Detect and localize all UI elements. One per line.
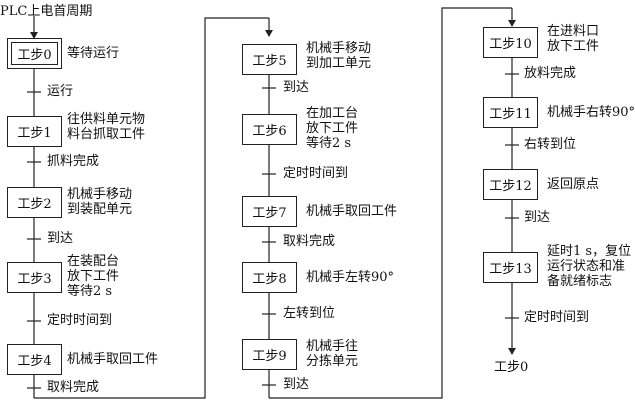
step-4-box: 工步4 xyxy=(7,344,62,375)
step-12-action: 返回原点 xyxy=(547,177,600,192)
link-col1-col2 xyxy=(34,17,269,399)
transition-condition: 抓料完成 xyxy=(47,154,100,169)
transition-condition: 定时时间到 xyxy=(283,166,349,181)
step-1-box: 工步1 xyxy=(7,116,62,147)
step-2-box: 工步2 xyxy=(7,187,62,218)
transition-condition: 运行 xyxy=(47,84,74,99)
step-3-action: 在装配台 放下工件 等待2 s xyxy=(67,254,120,299)
step-13-action: 延时1 s，复位 运行状态和准 备就绪标志 xyxy=(547,244,632,289)
step-9-box: 工步9 xyxy=(242,339,297,370)
step-7-action: 机械手取回工件 xyxy=(306,204,398,219)
step-label: 工步0 xyxy=(17,48,52,63)
step-2-action: 机械手移动 到装配单元 xyxy=(67,187,133,217)
step-6-box: 工步6 xyxy=(242,114,297,145)
step-label: 工步11 xyxy=(489,107,532,122)
step-9-action: 机械手往 分拣单元 xyxy=(306,339,359,369)
transition-condition: 到达 xyxy=(524,210,551,225)
transition-condition: 右转到位 xyxy=(524,137,577,152)
step-11-action: 机械手右转90° xyxy=(547,105,635,120)
step-label: 工步2 xyxy=(17,197,52,212)
step-label: 工步8 xyxy=(252,272,287,287)
step-4-action: 机械手取回工件 xyxy=(67,352,159,367)
step-label: 工步3 xyxy=(17,272,52,287)
start-label: PLC上电首周期 xyxy=(0,4,93,19)
step-5-box: 工步5 xyxy=(242,44,297,75)
transition-condition: 到达 xyxy=(283,377,310,392)
transition-condition: 到达 xyxy=(47,231,74,246)
transition-condition: 到达 xyxy=(283,80,310,95)
step-label: 工步5 xyxy=(252,54,287,69)
step-8-box: 工步8 xyxy=(242,262,297,293)
step-label: 工步4 xyxy=(17,354,52,369)
step-12-box: 工步12 xyxy=(483,169,538,200)
step-label: 工步6 xyxy=(252,124,287,139)
transition-condition: 定时时间到 xyxy=(524,310,590,325)
step-label: 工步13 xyxy=(489,262,532,277)
step-10-box: 工步10 xyxy=(483,27,538,58)
step-13-box: 工步13 xyxy=(483,252,538,283)
step-11-box: 工步11 xyxy=(483,97,538,128)
step-6-action: 在加工台 放下工件 等待2 s xyxy=(306,106,359,151)
step-0-box: 工步0 xyxy=(7,38,62,69)
step-7-box: 工步7 xyxy=(242,196,297,227)
transition-condition: 放料完成 xyxy=(524,66,577,81)
step-5-action: 机械手移动 到加工单元 xyxy=(306,41,372,71)
end-label: 工步0 xyxy=(494,360,529,375)
step-8-action: 机械手左转90° xyxy=(306,270,395,285)
step-label: 工步1 xyxy=(17,126,52,141)
step-10-action: 在进料口 放下工件 xyxy=(547,24,600,54)
step-label: 工步9 xyxy=(252,349,287,364)
step-label: 工步12 xyxy=(489,179,532,194)
transition-condition: 定时时间到 xyxy=(47,313,113,328)
step-3-box: 工步3 xyxy=(7,262,62,293)
transition-condition: 左转到位 xyxy=(283,306,336,321)
transition-condition: 取料完成 xyxy=(47,380,100,395)
step-1-action: 往供料单元物 料台抓取工件 xyxy=(67,112,146,142)
link-col2-col3 xyxy=(269,7,512,399)
transition-condition: 取料完成 xyxy=(283,234,336,249)
step-0-action: 等待运行 xyxy=(67,46,120,61)
step-label: 工步7 xyxy=(252,206,287,221)
step-label: 工步10 xyxy=(489,37,532,52)
